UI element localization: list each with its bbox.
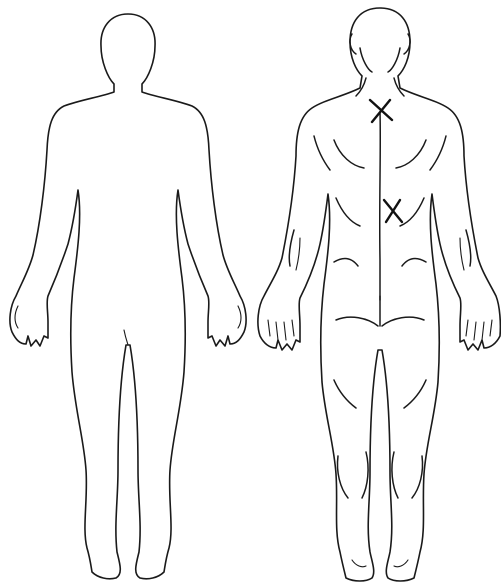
back-spine-line bbox=[380, 112, 381, 300]
front-body-outline bbox=[10, 14, 246, 579]
front-body-figure bbox=[10, 14, 246, 579]
back-body-figure bbox=[258, 8, 500, 581]
back-body-outline bbox=[258, 8, 500, 581]
